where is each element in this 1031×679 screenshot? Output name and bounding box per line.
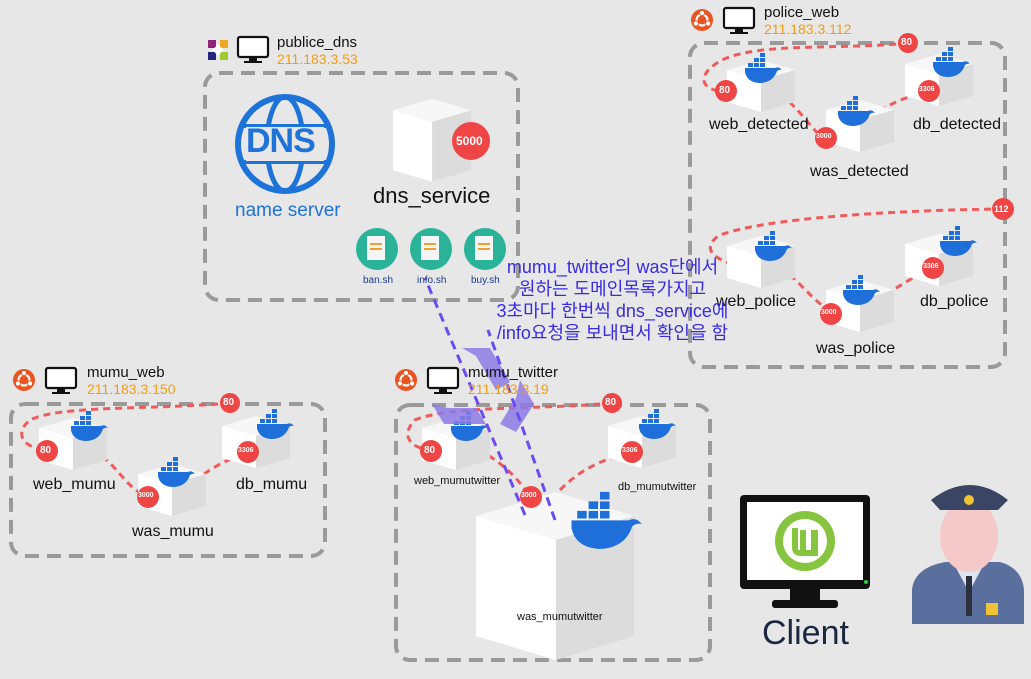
container-cube — [608, 416, 676, 468]
port-label: 80 — [901, 37, 913, 48]
monitor-icon — [44, 366, 78, 396]
container-cube — [222, 416, 290, 468]
port-badge — [220, 393, 240, 413]
port-label: 3000 — [821, 309, 837, 316]
script-file-icon — [356, 228, 398, 270]
script-file-icon — [464, 228, 506, 270]
host-ip: 211.183.3.150 — [87, 381, 176, 397]
port-badge — [36, 440, 58, 462]
host-name: police_web — [764, 4, 840, 21]
port-label: 80 — [424, 445, 436, 456]
client-label: Client — [762, 614, 849, 652]
host-name: mumu_web — [87, 364, 165, 381]
client-monitor-icon — [740, 495, 870, 608]
script-file-icon — [410, 228, 452, 270]
container-label: db_detected — [913, 116, 1002, 133]
port-label: 3306 — [622, 447, 638, 454]
port-label: 80 — [223, 397, 235, 408]
dns-host-group — [203, 71, 520, 302]
host-ip: 211.183.3.53 — [277, 51, 358, 67]
port-badge — [815, 127, 837, 149]
container-label: was_mumutwitter — [517, 611, 603, 623]
request-line — [423, 277, 527, 516]
container-label: was_mumu — [132, 523, 214, 540]
port-label: 80 — [40, 445, 52, 456]
police-officer-icon — [912, 485, 1024, 624]
annotation-note: mumu_twitter의 was단에서 원하는 도메인목록가지고 3초마다 한… — [470, 256, 755, 344]
dns-globe-icon — [235, 94, 335, 194]
host-name: publice_dns — [277, 34, 358, 51]
container-cube — [727, 60, 795, 112]
container-label: db_police — [920, 293, 989, 310]
monitor-icon — [722, 6, 756, 36]
note-line: 3초마다 한번씩 dns_service에 — [496, 301, 729, 321]
container-label: db_mumutwitter — [618, 481, 697, 493]
port-badge — [820, 303, 842, 325]
monitor-icon — [426, 366, 460, 396]
port-badge — [237, 441, 259, 463]
note-line: 원하는 도메인목록가지고 — [518, 279, 707, 299]
ubuntu-icon — [11, 367, 37, 393]
container-label: web_mumutwitter — [414, 475, 501, 487]
script-label: info.sh — [417, 275, 447, 286]
port-badge — [602, 393, 622, 413]
note-line: /info요청을 보내면서 확인을 함 — [496, 323, 729, 343]
port-label: 3306 — [923, 263, 939, 270]
recycle-icon — [432, 348, 534, 432]
port-label: 80 — [719, 85, 731, 96]
port-label: 3000 — [816, 133, 832, 140]
container-label: db_mumu — [236, 476, 308, 493]
container-label: was_police — [816, 340, 896, 357]
ubuntu-icon — [393, 367, 419, 393]
note-line: mumu_twitter의 was단에서 — [506, 257, 719, 277]
dns-logo-text: DNS — [246, 122, 316, 160]
script-label: ban.sh — [363, 275, 394, 286]
container-label: web_mumu — [33, 476, 116, 493]
port-badge — [452, 122, 490, 160]
port-label: 80 — [605, 397, 617, 408]
port-badge — [715, 80, 737, 102]
name-server-label: name server — [235, 200, 341, 221]
request-line — [486, 329, 557, 521]
mumu-host-group — [9, 402, 327, 558]
was-mumutwitter-cube — [476, 492, 634, 660]
port-badge — [621, 441, 643, 463]
port-badge — [918, 80, 940, 102]
twitter-host-group — [394, 403, 712, 662]
dns-service-label: dns_service — [373, 183, 491, 208]
police-host-group — [688, 41, 1007, 369]
port-badge — [520, 486, 542, 508]
container-cube — [826, 100, 894, 152]
port-badge — [992, 198, 1014, 220]
container-label: web_detected — [709, 116, 809, 133]
link-mumu — [20, 401, 251, 499]
script-label: buy.sh — [471, 275, 500, 286]
port-badge — [898, 33, 918, 53]
container-label: was_detected — [810, 163, 909, 180]
host-ip: 211.183.3.112 — [764, 21, 852, 37]
container-label: web_police — [716, 293, 797, 310]
port-label: 3306 — [919, 86, 935, 93]
port-badge — [420, 440, 442, 462]
container-cube — [905, 54, 973, 106]
host-ip: 211.183.3.19 — [468, 381, 549, 397]
ubuntu-icon — [689, 7, 715, 33]
monitor-icon — [236, 35, 270, 65]
port-badge — [922, 257, 944, 279]
port-label: 5000 — [456, 134, 483, 148]
port-label: 112 — [994, 204, 1009, 214]
centos-icon — [208, 40, 228, 60]
port-label: 3000 — [138, 492, 154, 499]
port-badge — [137, 486, 159, 508]
port-label: 3000 — [521, 492, 537, 499]
port-label: 3306 — [238, 447, 254, 454]
host-name: mumu_twitter — [468, 364, 559, 381]
